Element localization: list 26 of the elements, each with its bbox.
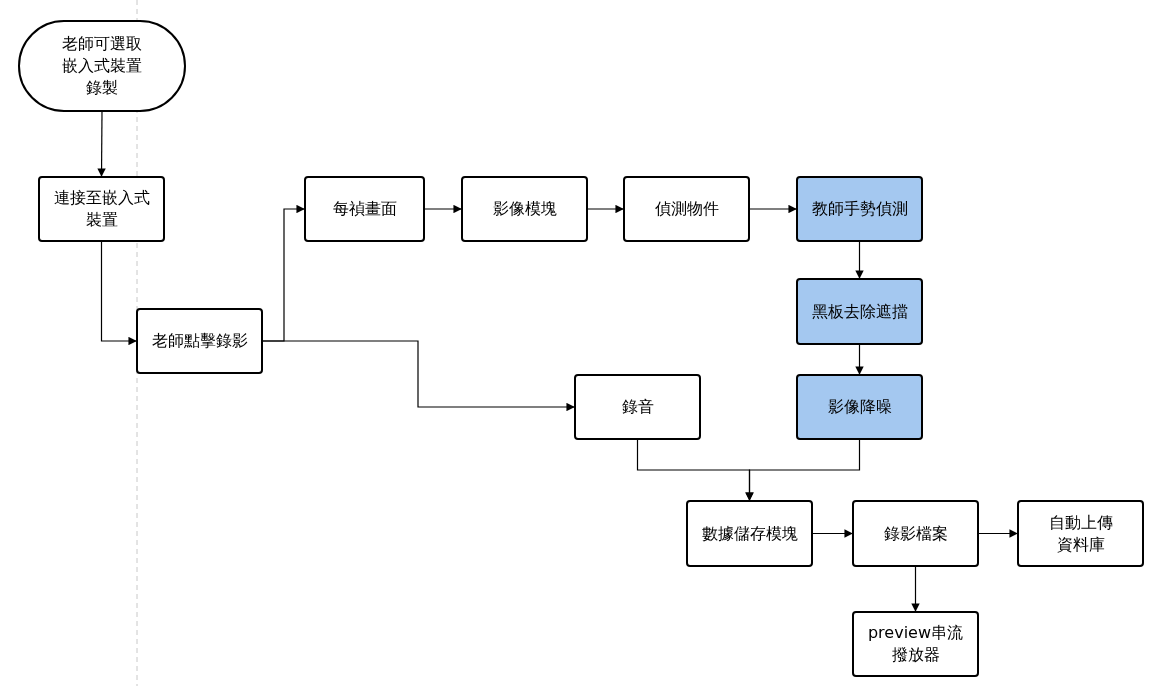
process-box: 影像降噪 xyxy=(796,374,923,440)
process-box: 教師手勢偵測 xyxy=(796,176,923,242)
process-box: 錄影檔案 xyxy=(852,500,979,567)
process-box: 數據儲存模塊 xyxy=(686,500,813,567)
arrow xyxy=(749,204,797,214)
process-box: 老師點擊錄影 xyxy=(136,308,263,374)
arrow xyxy=(812,529,853,538)
arrow xyxy=(97,111,106,177)
arrow xyxy=(855,344,864,375)
process-box: 黑板去除遮擋 xyxy=(796,278,923,345)
arrow xyxy=(100,241,137,346)
arrow xyxy=(745,439,861,501)
arrow xyxy=(587,204,624,214)
arrow xyxy=(978,529,1018,538)
process-box: 連接至嵌入式裝置 xyxy=(38,176,165,242)
arrow xyxy=(262,340,575,412)
arrow xyxy=(855,241,864,279)
process-box: 影像模塊 xyxy=(461,176,588,242)
process-box: preview串流撥放器 xyxy=(852,611,979,677)
process-box: 偵測物件 xyxy=(623,176,750,242)
arrow xyxy=(911,566,920,612)
process-box: 每禎畫面 xyxy=(304,176,425,242)
arrow xyxy=(424,204,462,214)
start-terminal: 老師可選取嵌入式裝置錄製 xyxy=(18,20,186,112)
process-box: 自動上傳資料庫 xyxy=(1017,500,1144,567)
process-box: 錄音 xyxy=(574,374,701,440)
